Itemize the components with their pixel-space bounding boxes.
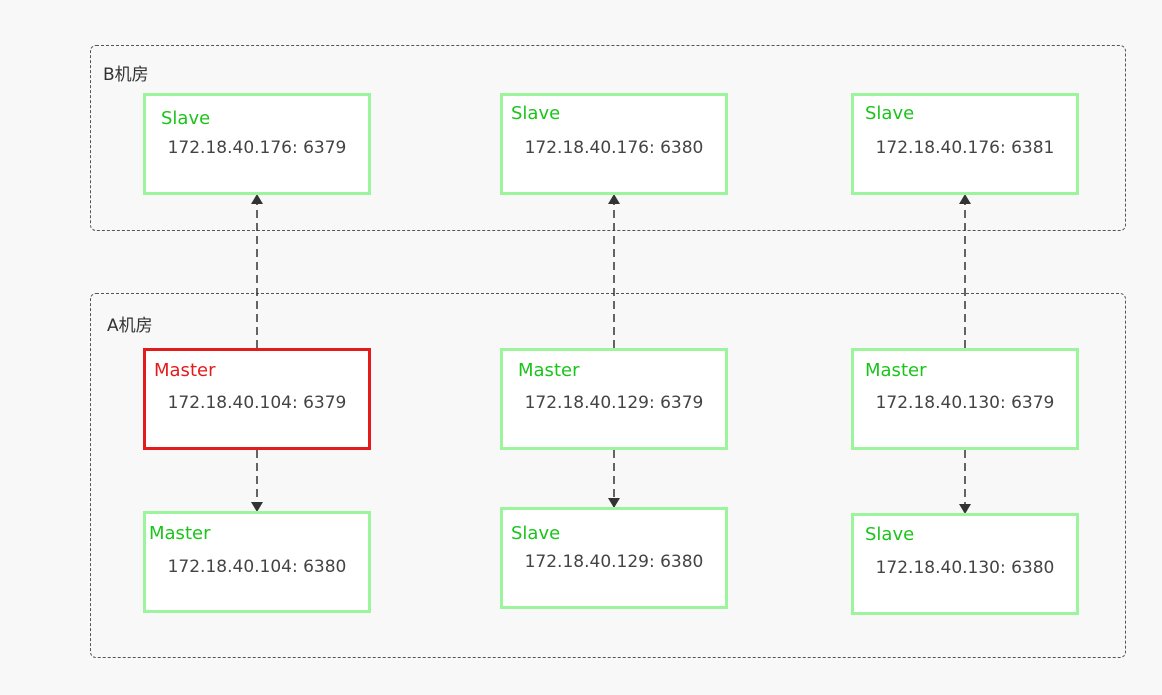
node-address: 172.18.40.104: 6379 — [167, 393, 347, 413]
node-address: 172.18.40.130: 6380 — [875, 558, 1055, 578]
node-a-slave-130-6380[interactable]: Slave 172.18.40.130: 6380 — [851, 513, 1079, 615]
node-role: Slave — [511, 103, 561, 124]
node-role: Master — [518, 360, 580, 381]
node-address: 172.18.40.129: 6380 — [524, 552, 704, 572]
node-address: 172.18.40.104: 6380 — [167, 557, 347, 577]
node-address: 172.18.40.129: 6379 — [524, 393, 704, 413]
group-a — [90, 293, 1126, 658]
group-b-label: B机房 — [103, 65, 149, 85]
node-role: Slave — [161, 108, 211, 129]
node-a-slave-129-6380[interactable]: Slave 172.18.40.129: 6380 — [500, 507, 728, 609]
node-address: 172.18.40.176: 6379 — [167, 138, 347, 158]
node-role: Slave — [865, 103, 915, 124]
node-a-master-104-6379[interactable]: Master 172.18.40.104: 6379 — [143, 348, 371, 450]
node-role: Master — [154, 360, 216, 381]
node-a-master-129-6379[interactable]: Master 172.18.40.129: 6379 — [500, 348, 728, 450]
node-address: 172.18.40.176: 6381 — [875, 138, 1055, 158]
group-a-label: A机房 — [107, 316, 153, 336]
node-b-slave-6380[interactable]: Slave 172.18.40.176: 6380 — [500, 93, 728, 195]
group-b — [90, 45, 1126, 231]
node-address: 172.18.40.176: 6380 — [524, 138, 704, 158]
node-a-master-130-6379[interactable]: Master 172.18.40.130: 6379 — [851, 348, 1079, 450]
node-b-slave-6381[interactable]: Slave 172.18.40.176: 6381 — [851, 93, 1079, 195]
node-address: 172.18.40.130: 6379 — [875, 393, 1055, 413]
node-role: Master — [865, 360, 927, 381]
node-a-master-104-6380[interactable]: Master 172.18.40.104: 6380 — [143, 511, 371, 613]
node-b-slave-6379[interactable]: Slave 172.18.40.176: 6379 — [143, 93, 371, 195]
node-role: Master — [149, 523, 211, 544]
node-role: Slave — [511, 523, 561, 544]
node-role: Slave — [865, 524, 915, 545]
